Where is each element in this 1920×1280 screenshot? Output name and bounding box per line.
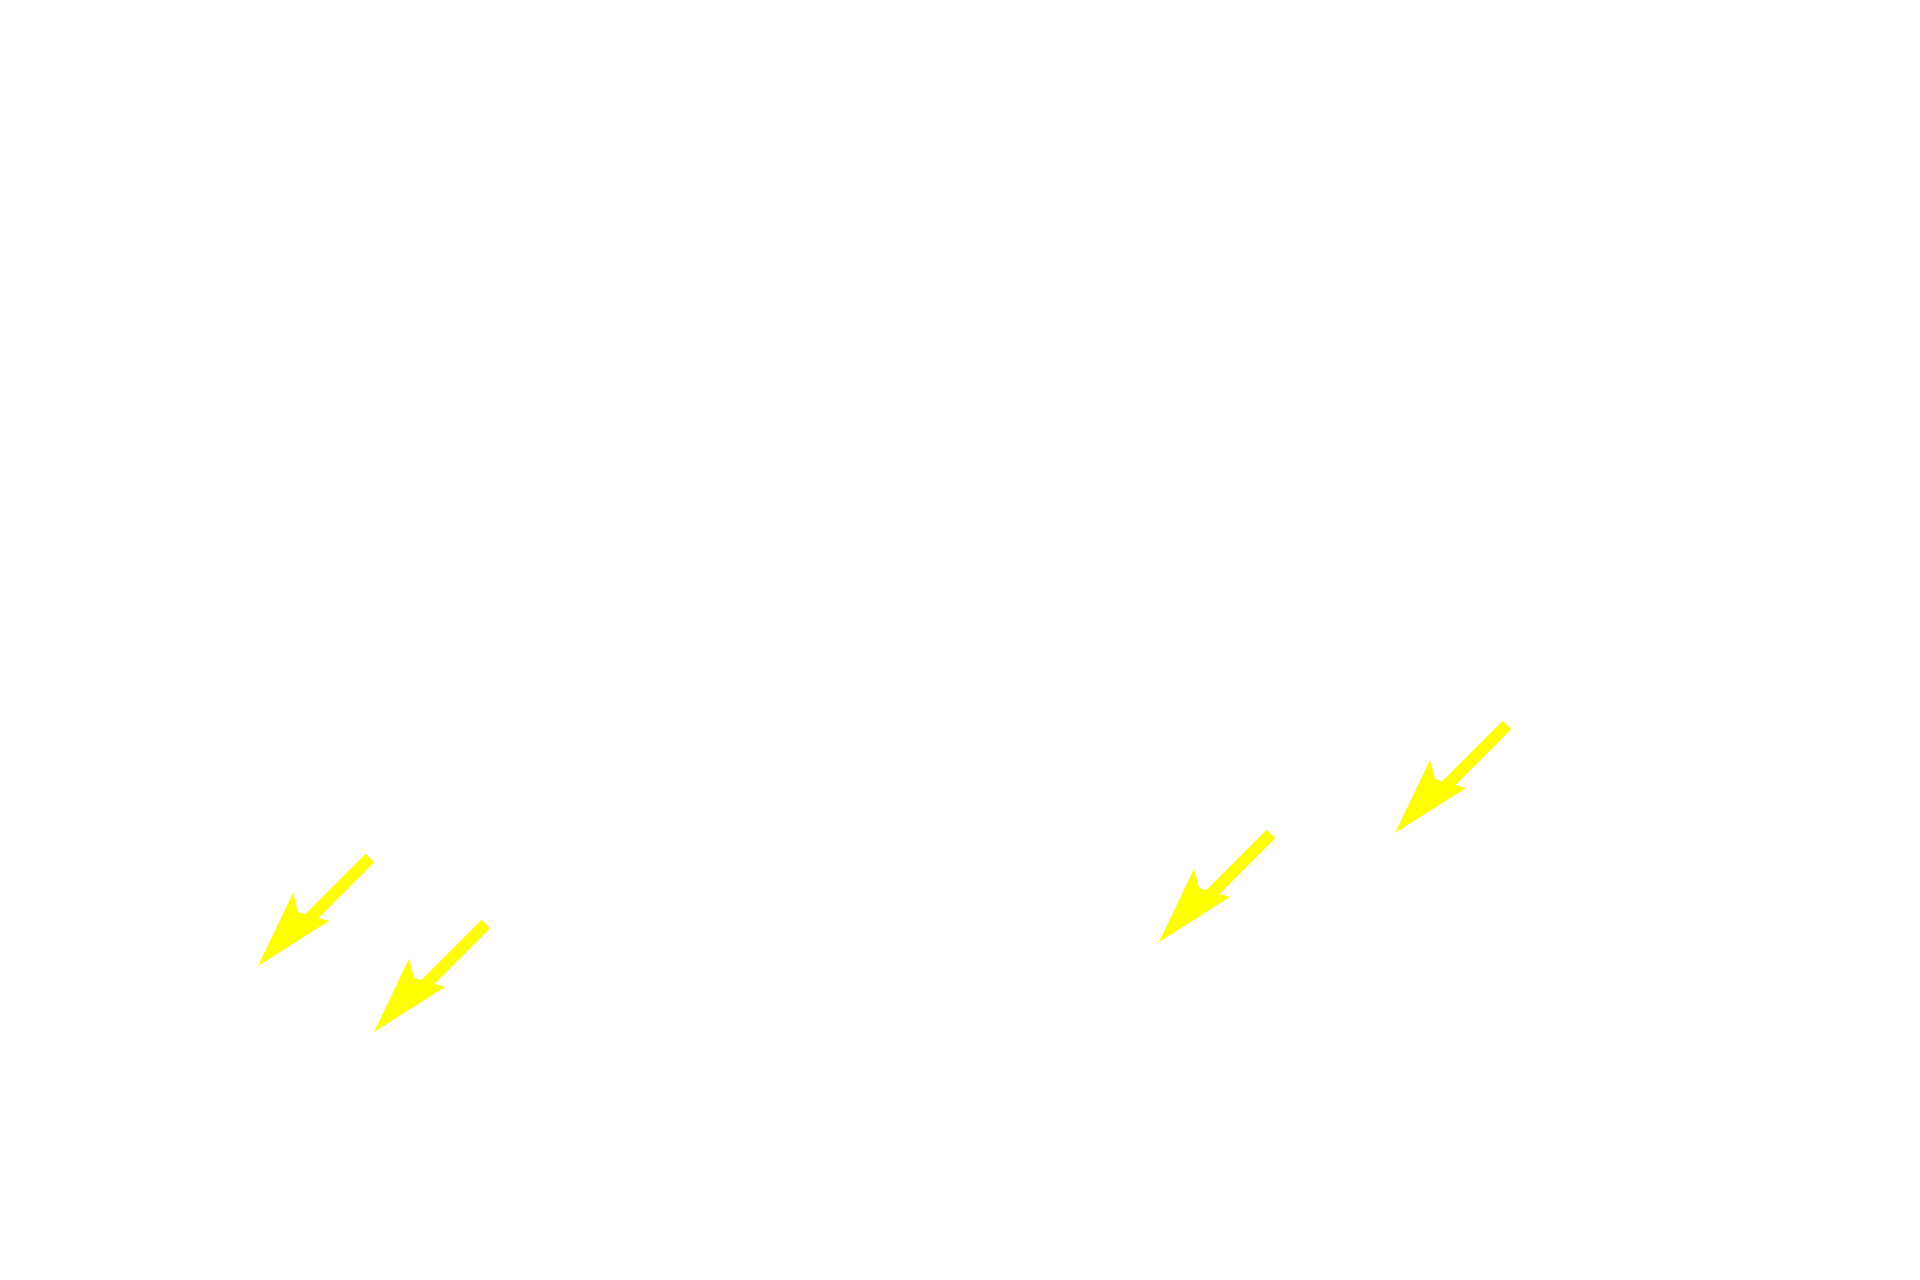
arrow-down-left-icon xyxy=(1159,826,1279,946)
arrow-down-left-icon xyxy=(1395,717,1515,837)
arrow-down-left-icon xyxy=(1395,720,1512,833)
arrow-down-left-icon xyxy=(258,853,375,966)
arrow-down-left-icon xyxy=(374,919,491,1032)
arrow-down-left-icon xyxy=(374,916,494,1036)
arrow-down-left-icon xyxy=(258,850,378,970)
arrow-down-left-icon xyxy=(1159,829,1276,942)
